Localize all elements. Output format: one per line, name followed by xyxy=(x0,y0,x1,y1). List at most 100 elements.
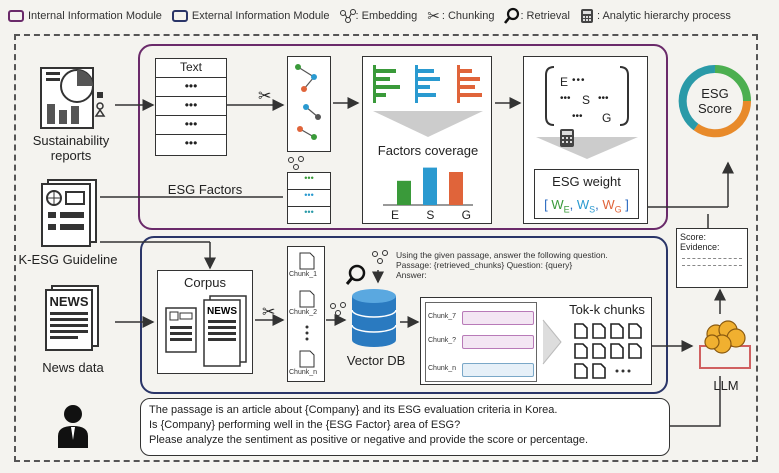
chunks-box: Chunk_1 Chunk_2 Chunk_n xyxy=(287,246,325,382)
legend-internal-label: Internal Information Module xyxy=(28,10,162,22)
matrix-dots-1: ••• xyxy=(572,75,586,86)
mini-bars xyxy=(373,65,482,103)
ahp-calculator-icon xyxy=(560,129,574,147)
legend-external: External Information Module xyxy=(171,10,330,22)
topk-panel: Chunk_7 Chunk_? Chunk_n Tok-k chunks xyxy=(420,297,652,385)
axis-label-s: S xyxy=(426,208,435,222)
internal-swatch xyxy=(8,10,24,22)
svg-text:NEWS: NEWS xyxy=(50,294,89,309)
weight-e: WE xyxy=(551,197,570,215)
corpus-scissors-icon: ✂ xyxy=(262,304,276,321)
topk-docs-icon xyxy=(574,323,642,379)
matrix-dots-4: ••• xyxy=(572,111,583,122)
legend-ahp-label: : Analytic hierarchy process xyxy=(596,10,731,22)
matrix-dots-2: ••• xyxy=(560,93,571,104)
text-table-header: Text xyxy=(156,59,226,78)
query-line: Is {Company} performing well in the {ESG… xyxy=(149,419,461,431)
legend-chunking-label: : Chunking xyxy=(441,10,495,22)
axis-label-g: G xyxy=(461,208,471,222)
embedding-icon xyxy=(330,302,346,316)
chunk-docs xyxy=(299,252,315,368)
factor-vector-s: ••• xyxy=(288,190,330,207)
chunk-label: Chunk_n xyxy=(289,369,318,376)
factors-coverage-box: Factors coverage E S G xyxy=(362,56,492,224)
coverage-bar-g xyxy=(449,172,463,205)
legend-retrieval-label: : Retrieval xyxy=(520,10,570,22)
legend-embedding-label: : Embedding xyxy=(355,10,418,22)
esg-weight-label: ESG weight xyxy=(552,174,621,189)
evidence-line xyxy=(682,258,742,259)
embedding-box xyxy=(287,56,331,152)
esg-factors-label: ESG Factors xyxy=(167,182,243,197)
weight-s: WS xyxy=(576,197,596,215)
prompt-line: Using the given passage, answer the foll… xyxy=(396,250,608,260)
legend-chunking: ✂ : Chunking xyxy=(427,7,494,25)
factors-coverage-label: Factors coverage xyxy=(377,143,479,158)
sustainability-label: Sustainability reports xyxy=(32,133,110,163)
rag-prompt: Using the given passage, answer the foll… xyxy=(396,250,660,280)
axis-label-e: E xyxy=(391,208,400,222)
prompt-line: Passage: {retrieved_chunks} Question: {q… xyxy=(396,260,573,270)
query-box: The passage is an article about {Company… xyxy=(140,398,670,456)
query-line: Please analyze the sentiment as positive… xyxy=(149,434,589,446)
chevron-right-icon xyxy=(542,319,562,365)
embedding-graph-icon xyxy=(295,64,321,140)
vector-db-icon xyxy=(351,289,397,347)
news-label: News data xyxy=(42,360,104,375)
score-title-1: ESG xyxy=(701,86,729,101)
legend-ahp: : Analytic hierarchy process xyxy=(580,8,731,24)
coverage-bars xyxy=(397,167,463,205)
legend-external-label: External Information Module xyxy=(191,10,330,22)
embedding-icon xyxy=(288,156,304,170)
esg-weight-box: ESG weight [ WE, WS, WG ] xyxy=(534,169,639,219)
prompt-line: Answer: xyxy=(396,270,427,280)
chunk-row-label: Chunk_7 xyxy=(428,313,457,320)
chunking-scissors-icon: ✂ xyxy=(258,88,272,105)
coverage-bar-s xyxy=(423,167,437,205)
esg-score-text: ESG Score xyxy=(676,86,754,116)
coverage-bar-e xyxy=(397,180,411,205)
coverage-axis-labels: E S G xyxy=(391,208,471,222)
calculator-icon xyxy=(580,9,593,23)
legend-retrieval: : Retrieval xyxy=(504,7,570,24)
weight-vector: [ WE, WS, WG ] xyxy=(544,197,629,215)
legend-embedding: : Embedding xyxy=(339,9,418,23)
external-swatch xyxy=(171,10,188,22)
magnifier-icon xyxy=(504,7,520,24)
esg-factor-vectors: ••• ••• ••• xyxy=(287,172,331,224)
svg-text:NEWS: NEWS xyxy=(207,306,237,317)
text-row: ••• xyxy=(184,136,198,150)
legend-internal: Internal Information Module xyxy=(8,10,162,22)
topk-label: Tok-k chunks xyxy=(569,302,645,317)
chunk-row-bar xyxy=(462,311,534,325)
factor-vector-g: ••• xyxy=(304,207,314,217)
matrix-g: G xyxy=(602,111,612,125)
evidence-line xyxy=(682,265,742,266)
evidence-box: Score: Evidence: xyxy=(676,228,748,288)
matrix-dots-3: ••• xyxy=(598,93,609,104)
ahp-graphic xyxy=(536,66,638,159)
embedding-icon xyxy=(339,9,356,23)
matrix-s: S xyxy=(582,93,591,107)
factors-coverage-graphic xyxy=(373,65,483,206)
weight-g: WG xyxy=(602,197,622,215)
news-icon: NEWS xyxy=(45,285,99,351)
kesg-label: K-ESG Guideline xyxy=(18,252,118,267)
chunk-row-bar xyxy=(462,335,534,349)
corpus-box: Corpus NEWS xyxy=(157,270,253,374)
user-icon xyxy=(58,405,88,448)
chunk-rows: Chunk_7 Chunk_? Chunk_n xyxy=(425,302,537,382)
chunk-row-label: Chunk_n xyxy=(428,365,457,372)
score-field: Score: xyxy=(680,232,707,242)
internal-module xyxy=(138,44,668,230)
chunk-row-label: Chunk_? xyxy=(428,337,457,344)
corpus-docs-icon: NEWS xyxy=(165,295,247,367)
chunk-label: Chunk_2 xyxy=(289,309,318,316)
retrieval-magnifier-icon xyxy=(345,264,366,285)
ahp-funnel xyxy=(536,137,638,159)
external-module xyxy=(140,236,668,394)
query-connector xyxy=(670,376,721,427)
factor-vector-e: ••• xyxy=(288,173,330,190)
embedding-icon xyxy=(372,250,388,264)
llm-brain-icon xyxy=(699,320,751,369)
